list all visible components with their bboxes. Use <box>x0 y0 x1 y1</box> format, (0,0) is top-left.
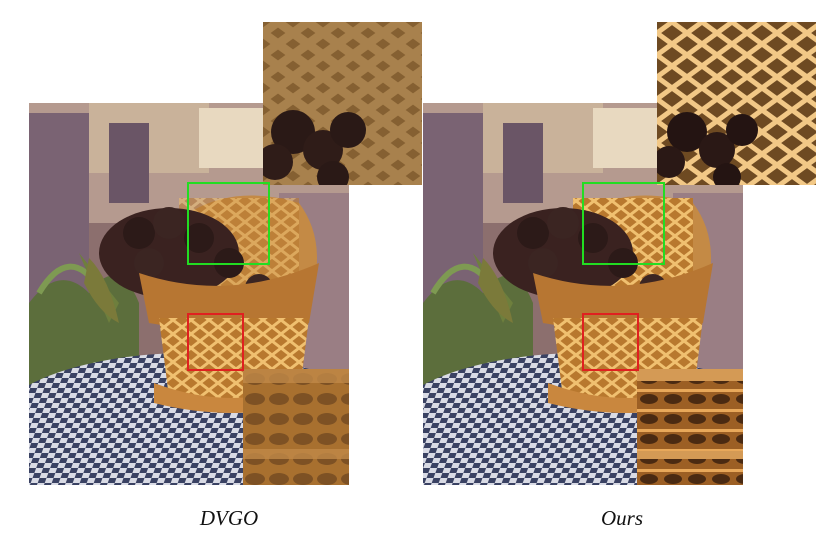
zoom-inset-bottom-ours <box>637 369 743 485</box>
zoom-inset-top-dvgo <box>263 22 422 185</box>
caption-ours: Ours <box>600 506 643 530</box>
highlight-box-top-ours <box>582 182 665 265</box>
zoom-inset-top-ours <box>657 22 816 185</box>
caption-dvgo: DVGO <box>199 506 259 530</box>
zoom-inset-bottom-dvgo <box>243 369 349 485</box>
highlight-box-bottom-ours <box>582 313 639 371</box>
highlight-box-bottom-dvgo <box>187 313 244 371</box>
highlight-box-top-dvgo <box>187 182 270 265</box>
